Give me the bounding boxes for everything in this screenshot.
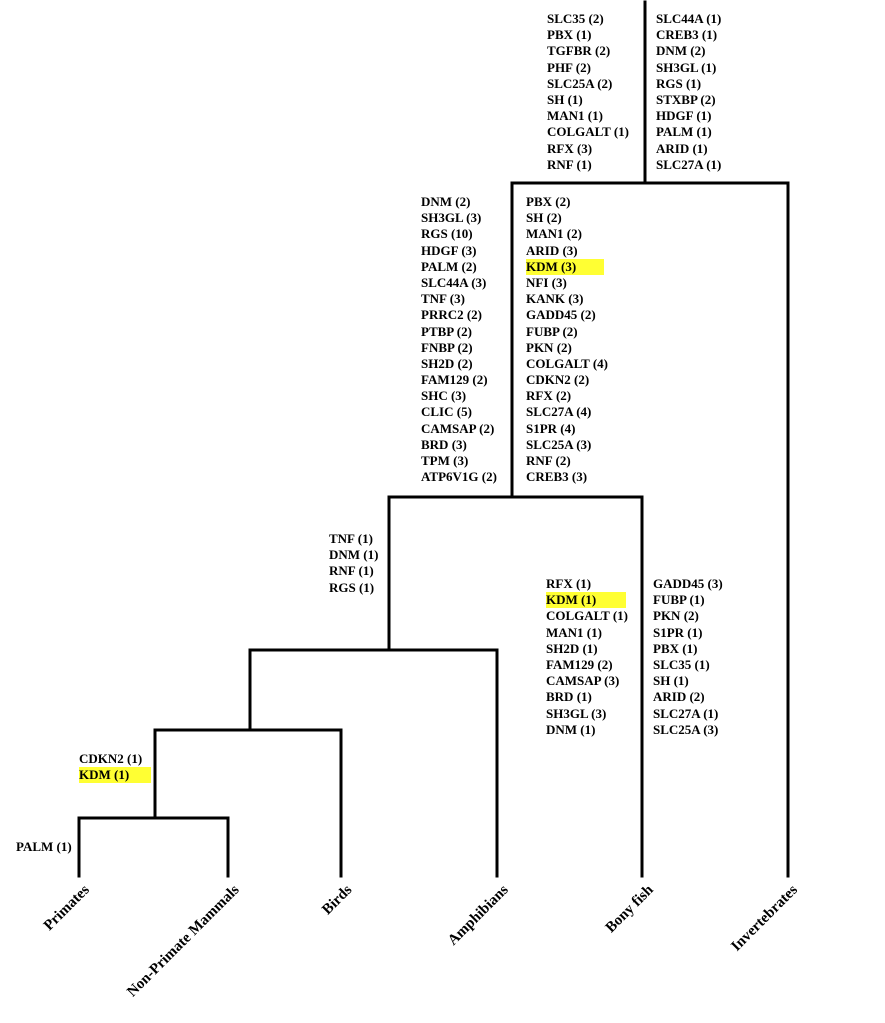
gene-list-primate: PALM (1) xyxy=(16,839,72,855)
gene-list-bony-fish-left: RFX (1)KDM (1)COLGALT (1)MAN1 (1)SH2D (1… xyxy=(539,576,628,738)
gene-entry: RFX (2) xyxy=(526,388,572,404)
gene-list-bony-fish-right: GADD45 (3)FUBP (1)PKN (2)S1PR (1)PBX (1)… xyxy=(653,576,723,738)
gene-entry: SLC44A (3) xyxy=(421,274,487,290)
gene-entry: SH3GL (3) xyxy=(421,210,482,226)
gene-entry: CDKN2 (1) xyxy=(79,751,143,766)
gene-entry: PKN (2) xyxy=(526,339,572,355)
gene-entry: RFX (3) xyxy=(547,140,593,156)
gene-entry: MAN1 (1) xyxy=(546,624,602,640)
gene-entry: RGS (10) xyxy=(421,226,473,242)
gene-entry: SH3GL (1) xyxy=(656,59,717,75)
gene-entry: ATP6V1G (2) xyxy=(421,469,497,485)
gene-entry: TNF (3) xyxy=(421,291,465,307)
gene-entry: FAM129 (2) xyxy=(546,656,613,672)
gene-entry: TPM (3) xyxy=(421,453,469,468)
gene-entry: KDM (1) xyxy=(546,592,626,609)
gene-entry: FUBP (2) xyxy=(526,323,578,339)
gene-entry: PKN (2) xyxy=(653,608,699,624)
gene-entry: SLC25A (3) xyxy=(653,721,719,737)
gene-entry: PBX (1) xyxy=(653,640,698,656)
gene-entry: BRD (1) xyxy=(546,689,592,705)
gene-entry: RFX (1) xyxy=(546,576,592,591)
gene-entry: ARID (3) xyxy=(526,242,578,258)
gene-entry: SLC25A (2) xyxy=(547,75,613,91)
gene-entry: SLC27A (1) xyxy=(656,156,722,172)
gene-entry: TNF (1) xyxy=(329,531,373,546)
gene-entry: S1PR (4) xyxy=(526,420,576,436)
gene-entry: PRRC2 (2) xyxy=(421,307,483,323)
gene-entry: MAN1 (2) xyxy=(526,226,582,242)
gene-entry: FAM129 (2) xyxy=(421,372,488,388)
gene-entry: DNM (2) xyxy=(421,194,471,209)
gene-entry: PALM (2) xyxy=(421,258,477,274)
gene-entry: PHF (2) xyxy=(547,59,591,75)
gene-entry: SLC27A (4) xyxy=(526,404,592,420)
gene-entry: COLGALT (1) xyxy=(546,608,628,624)
gene-entry: SH3GL (3) xyxy=(546,705,607,721)
gene-entry: SLC35 (2) xyxy=(547,11,604,26)
gene-list-tetrapod: TNF (1)DNM (1)RNF (1)RGS (1) xyxy=(329,531,378,596)
gene-entry: GADD45 (3) xyxy=(653,576,723,591)
gene-entry: HDGF (3) xyxy=(421,242,477,258)
gene-entry: SH (2) xyxy=(526,210,562,226)
gene-entry: PBX (2) xyxy=(526,194,571,209)
gene-entry: RNF (1) xyxy=(547,156,592,172)
gene-entry: PTBP (2) xyxy=(421,323,472,339)
gene-entry: ARID (2) xyxy=(653,689,705,705)
gene-list-root-right: SLC44A (1)CREB3 (1)DNM (2)SH3GL (1)RGS (… xyxy=(656,11,721,173)
gene-entry: PALM (1) xyxy=(16,839,72,854)
gene-entry: SLC27A (1) xyxy=(653,705,719,721)
gene-entry: HDGF (1) xyxy=(656,108,712,124)
gene-entry: BRD (3) xyxy=(421,436,467,452)
gene-entry: GADD45 (2) xyxy=(526,307,596,323)
gene-list-vertebrate-left: DNM (2)SH3GL (3)RGS (10)HDGF (3)PALM (2)… xyxy=(421,194,497,485)
gene-list-root-left: SLC35 (2)PBX (1)TGFBR (2)PHF (2)SLC25A (… xyxy=(547,11,629,173)
gene-entry: SH2D (2) xyxy=(421,355,473,371)
gene-entry: SH (1) xyxy=(547,91,583,107)
gene-entry: NFI (3) xyxy=(526,274,567,290)
gene-entry: COLGALT (4) xyxy=(526,355,608,371)
gene-entry: SLC35 (1) xyxy=(653,656,710,672)
gene-entry: RGS (1) xyxy=(656,75,702,91)
gene-entry: CDKN2 (2) xyxy=(526,372,590,388)
gene-entry: DNM (1) xyxy=(329,547,379,563)
gene-entry: RGS (1) xyxy=(329,579,375,595)
gene-entry: CLIC (5) xyxy=(421,404,472,420)
gene-entry: SHC (3) xyxy=(421,388,467,404)
gene-entry: SLC25A (3) xyxy=(526,436,592,452)
gene-entry: CREB3 (1) xyxy=(656,27,718,43)
gene-entry: FUBP (1) xyxy=(653,592,705,608)
gene-entry: SH (1) xyxy=(653,673,689,689)
gene-list-mammal: CDKN2 (1)KDM (1) xyxy=(64,751,151,784)
gene-entry: KANK (3) xyxy=(526,291,584,307)
gene-entry: PALM (1) xyxy=(656,124,712,140)
gene-entry: CREB3 (3) xyxy=(526,469,588,485)
gene-entry: TGFBR (2) xyxy=(547,43,611,59)
gene-entry: CAMSAP (2) xyxy=(421,420,495,436)
gene-entry: CAMSAP (3) xyxy=(546,673,620,689)
gene-entry: DNM (1) xyxy=(546,721,596,737)
gene-entry: RNF (2) xyxy=(526,453,571,468)
gene-entry: DNM (2) xyxy=(656,43,706,59)
gene-entry: KDM (3) xyxy=(526,258,604,275)
gene-entry: COLGALT (1) xyxy=(547,124,629,140)
gene-entry: S1PR (1) xyxy=(653,624,703,640)
gene-entry: STXBP (2) xyxy=(656,91,716,107)
gene-entry: KDM (1) xyxy=(79,767,151,784)
gene-entry: FNBP (2) xyxy=(421,339,473,355)
gene-entry: RNF (1) xyxy=(329,563,374,579)
gene-entry: MAN1 (1) xyxy=(547,108,603,124)
gene-entry: PBX (1) xyxy=(547,27,592,43)
gene-entry: ARID (1) xyxy=(656,140,708,156)
gene-list-vertebrate-right: PBX (2)SH (2)MAN1 (2)ARID (3)KDM (3)NFI … xyxy=(518,194,608,485)
gene-entry: SH2D (1) xyxy=(546,640,598,656)
gene-entry: SLC44A (1) xyxy=(656,11,722,26)
